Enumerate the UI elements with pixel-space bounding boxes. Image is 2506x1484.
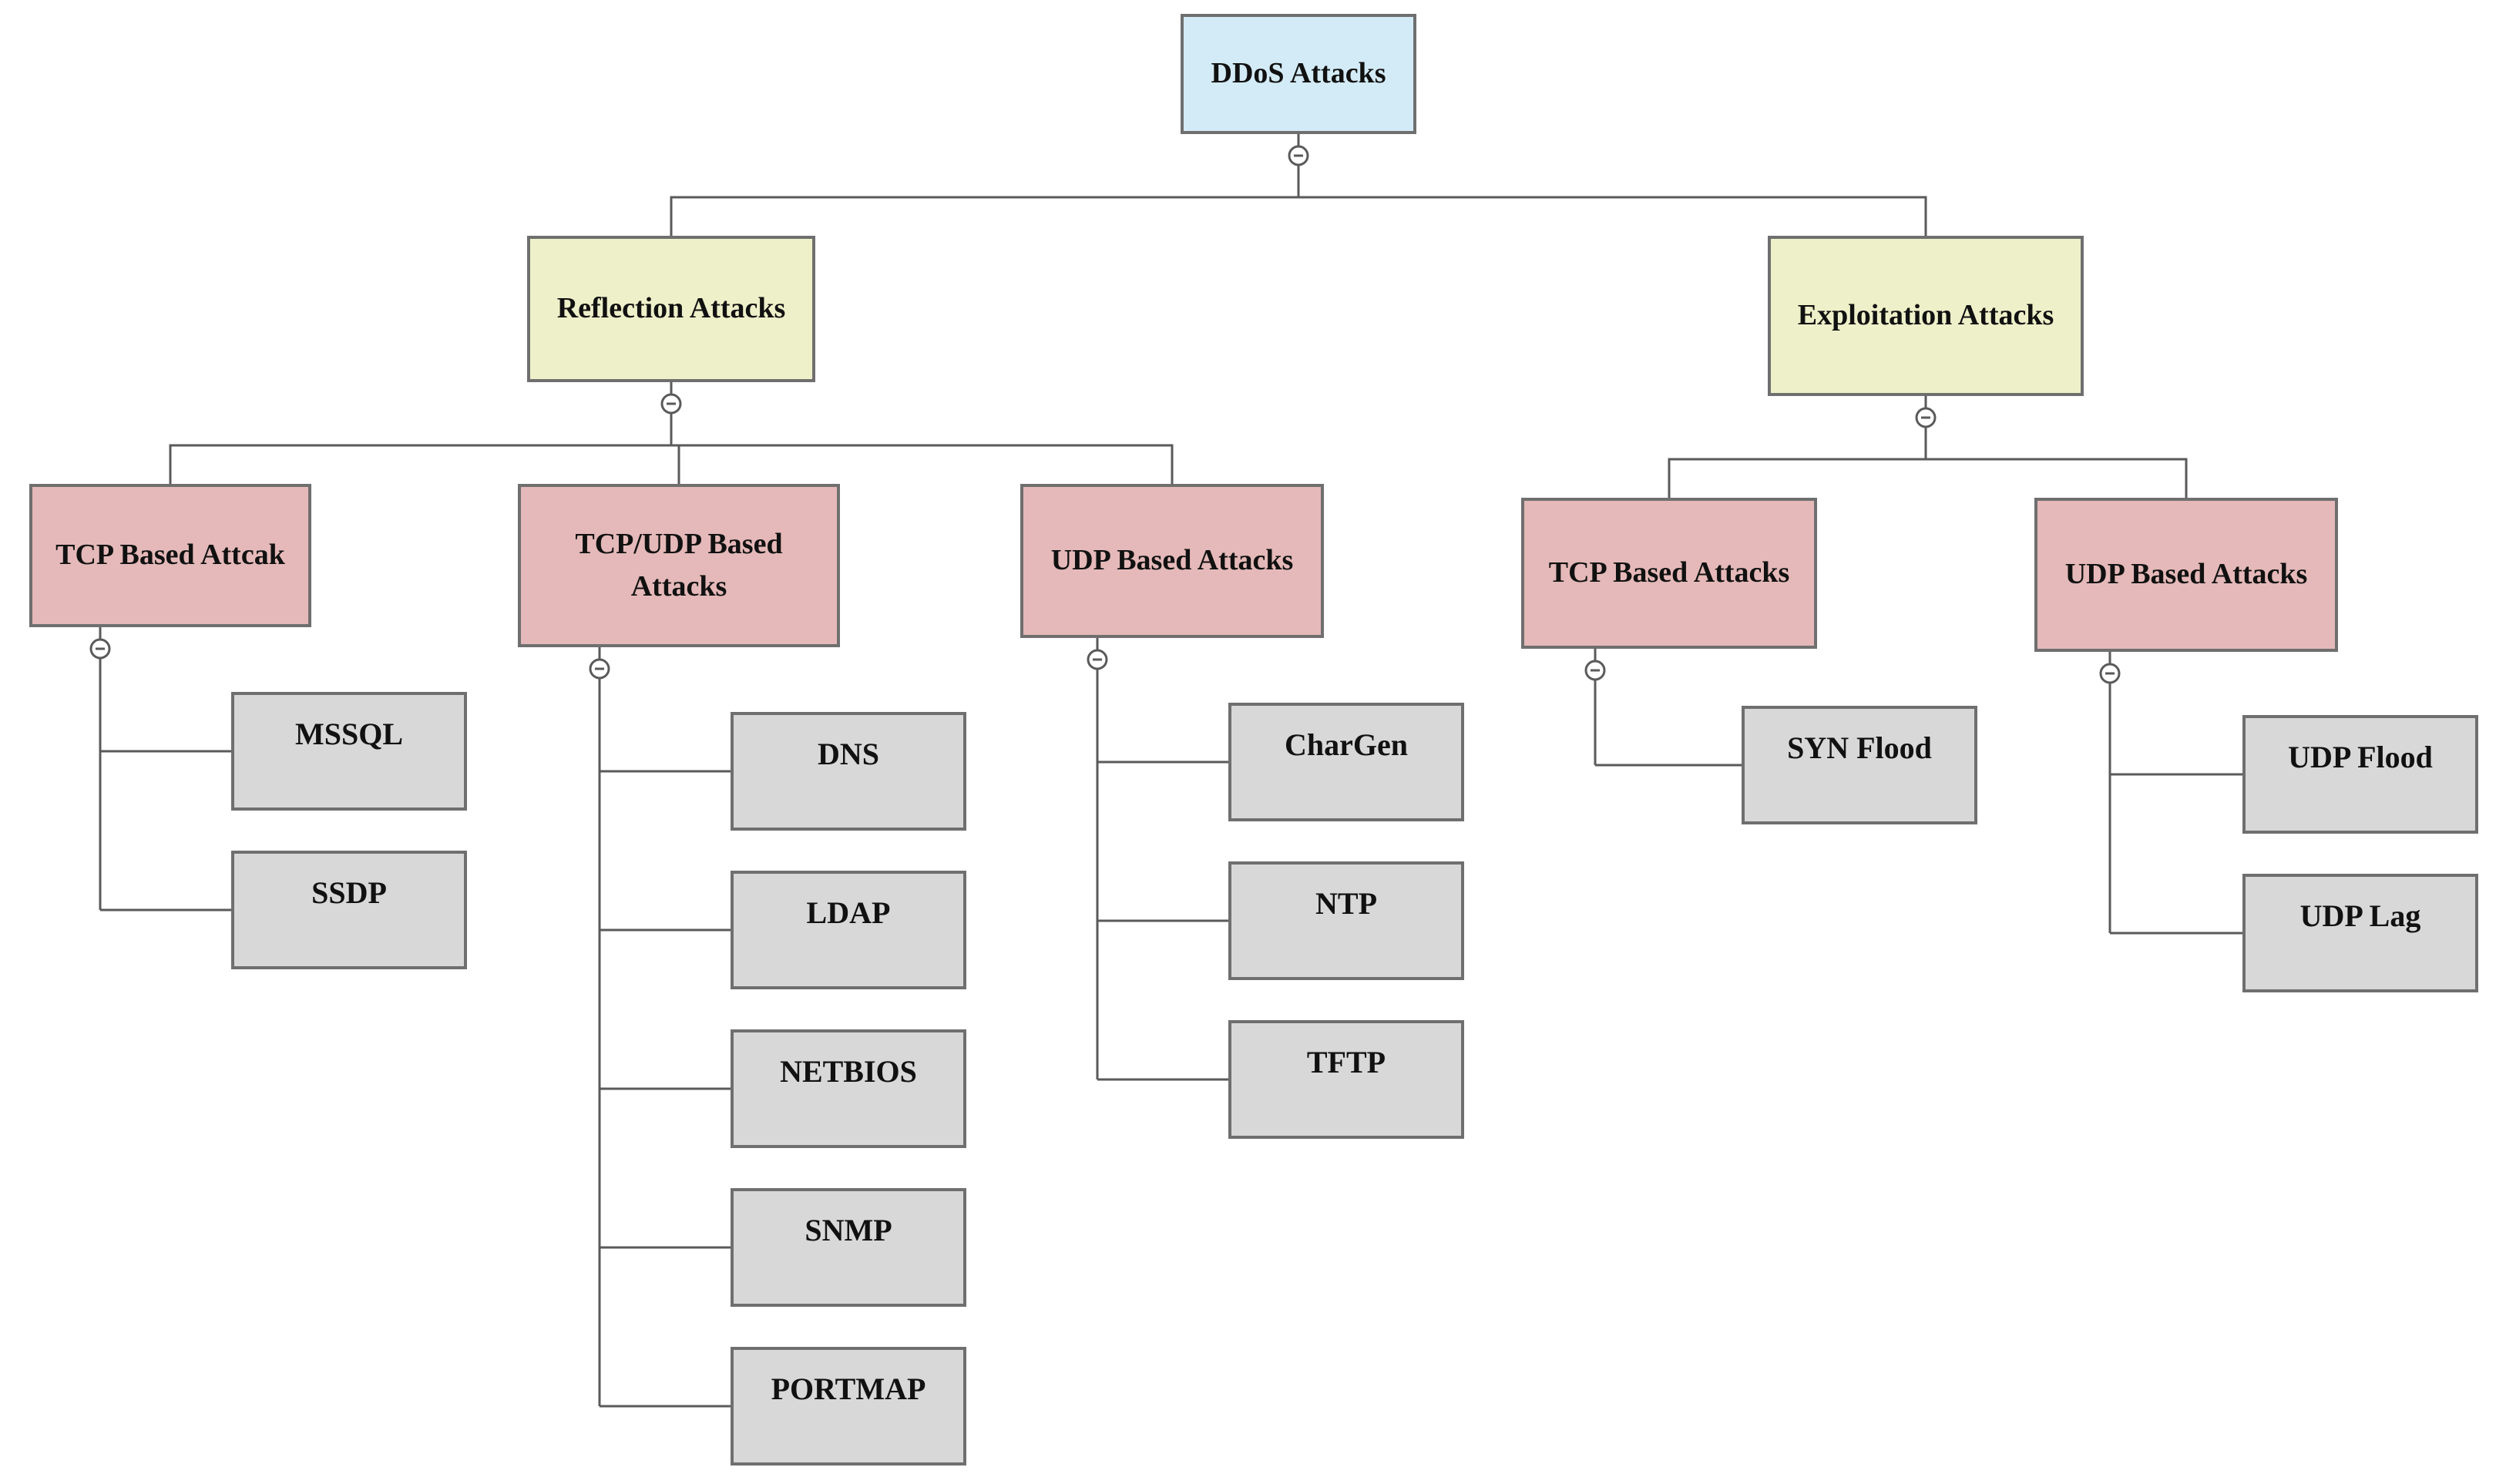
leaf-mssql[interactable]: MSSQL [231, 692, 467, 811]
collapse-toggle-reflection-tcpudp-minus-circle-icon[interactable] [589, 658, 610, 680]
node-ddos-attacks[interactable]: DDoS Attacks [1181, 14, 1416, 134]
leaf-portmap[interactable]: PORTMAP [731, 1347, 966, 1466]
node-exploitation-udp-based[interactable]: UDP Based Attacks [2034, 498, 2338, 652]
leaf-netbios[interactable]: NETBIOS [731, 1029, 966, 1148]
leaf-ldap[interactable]: LDAP [731, 871, 966, 989]
collapse-toggle-reflection-minus-circle-icon[interactable] [660, 393, 682, 415]
leaf-udp-lag[interactable]: UDP Lag [2242, 874, 2478, 992]
connector-reflection-bus [169, 444, 1174, 484]
leaf-udp-flood[interactable]: UDP Flood [2242, 715, 2478, 834]
node-reflection-tcpudp-based[interactable]: TCP/UDP Based Attacks [518, 484, 840, 647]
collapse-toggle-exploitation-minus-circle-icon[interactable] [1915, 407, 1937, 428]
node-reflection-udp-based[interactable]: UDP Based Attacks [1020, 484, 1324, 638]
collapse-toggle-reflection-udp-minus-circle-icon[interactable] [1087, 649, 1108, 670]
leaf-syn-flood[interactable]: SYN Flood [1742, 706, 1977, 824]
connector-root-bus [670, 196, 1927, 236]
collapse-toggle-reflection-tcp-minus-circle-icon[interactable] [89, 638, 111, 660]
connector-exploitation-bus [1668, 458, 2188, 498]
node-reflection-tcp-based[interactable]: TCP Based Attcak [29, 484, 311, 627]
leaf-ssdp[interactable]: SSDP [231, 851, 467, 969]
collapse-toggle-root-minus-circle-icon[interactable] [1288, 145, 1309, 166]
leaf-snmp[interactable]: SNMP [731, 1188, 966, 1307]
collapse-toggle-exploitation-tcp-minus-circle-icon[interactable] [1584, 660, 1606, 681]
leaf-dns[interactable]: DNS [731, 712, 966, 831]
leaf-ntp[interactable]: NTP [1228, 861, 1464, 980]
node-exploitation-attacks[interactable]: Exploitation Attacks [1768, 236, 2084, 396]
leaf-tftp[interactable]: TFTP [1228, 1020, 1464, 1139]
leaf-chargen[interactable]: CharGen [1228, 703, 1464, 821]
node-exploitation-tcp-based[interactable]: TCP Based Attacks [1521, 498, 1817, 649]
collapse-toggle-exploitation-udp-minus-circle-icon[interactable] [2099, 663, 2121, 684]
node-reflection-attacks[interactable]: Reflection Attacks [527, 236, 815, 382]
